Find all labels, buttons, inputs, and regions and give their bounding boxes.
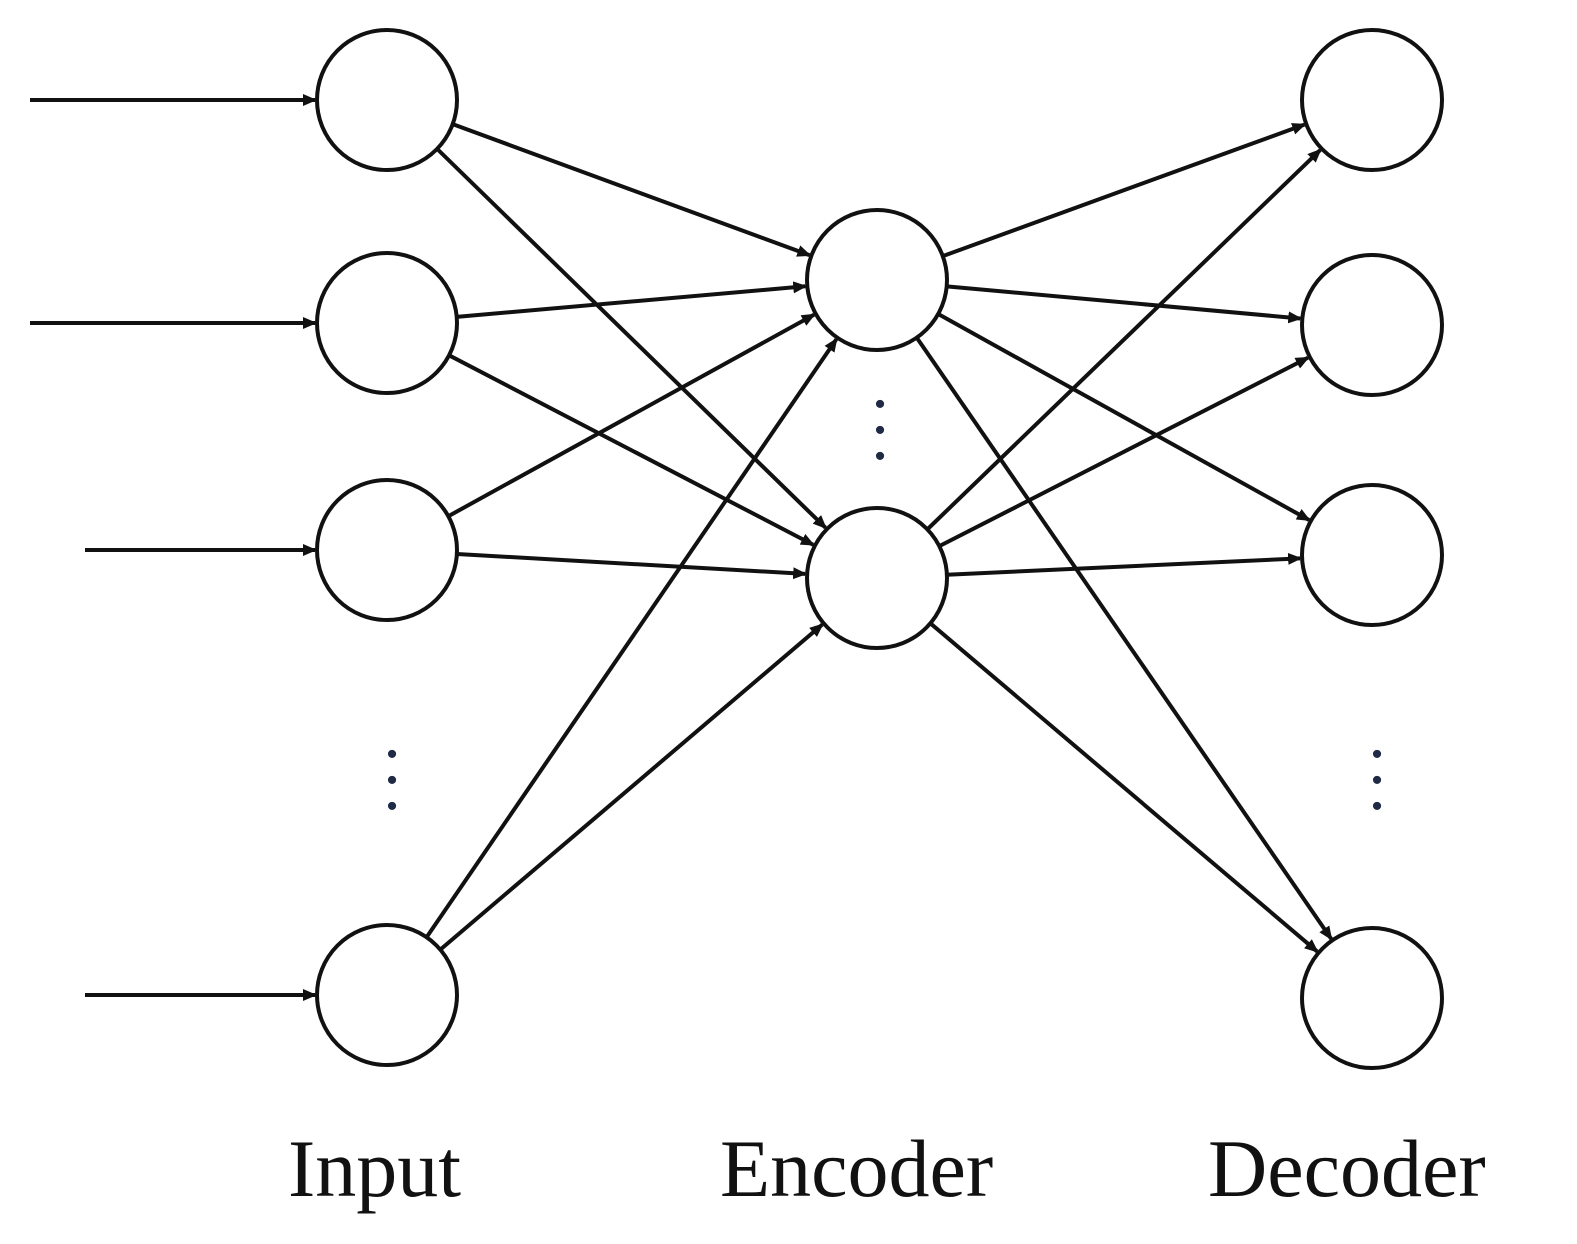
edge-input3-encoder2 — [456, 551, 808, 580]
edge-input1-encoder1 — [452, 122, 812, 258]
nodes — [315, 28, 1444, 1070]
decoder-layer-label: Decoder — [1208, 1123, 1486, 1214]
decoder-node-2 — [1300, 253, 1444, 397]
input-node-3 — [315, 478, 459, 622]
encoder-node-1 — [805, 208, 949, 352]
edge-encoder1-decoder1 — [942, 122, 1307, 258]
edge-input2-encoder2 — [448, 353, 815, 547]
input-layer-label: Input — [288, 1123, 462, 1214]
input-ellipsis: ··· — [384, 729, 400, 832]
encoder-node-2 — [805, 506, 949, 650]
edge-encoder2-decoder3 — [946, 552, 1303, 577]
edge-encoder2-decoder2 — [938, 355, 1310, 548]
decoder-node-3 — [1300, 483, 1444, 627]
edge-encoder2-decoder4 — [929, 621, 1319, 953]
decoder-ellipsis: ··· — [1369, 729, 1385, 832]
edge-input4-encoder1 — [424, 337, 838, 939]
encoder-ellipsis: ··· — [872, 379, 888, 482]
edge-encoder1-decoder2 — [946, 284, 1303, 324]
encoder-layer-label: Encoder — [720, 1123, 994, 1214]
connections — [30, 94, 1333, 1001]
edge-input2-encoder1 — [456, 281, 808, 319]
input-node-4 — [315, 923, 459, 1067]
edge-encoder2-decoder1 — [925, 148, 1322, 531]
decoder-node-4 — [1300, 926, 1444, 1070]
edge-input3-encoder1 — [447, 312, 816, 518]
edge-encoder1-decoder3 — [937, 312, 1311, 522]
edge-encoder1-decoder4 — [915, 336, 1333, 941]
input-node-2 — [315, 251, 459, 395]
decoder-node-1 — [1300, 28, 1444, 172]
edge-input1-encoder2 — [435, 147, 827, 530]
edge-input4-encoder2 — [439, 623, 824, 952]
input-node-1 — [315, 28, 459, 172]
